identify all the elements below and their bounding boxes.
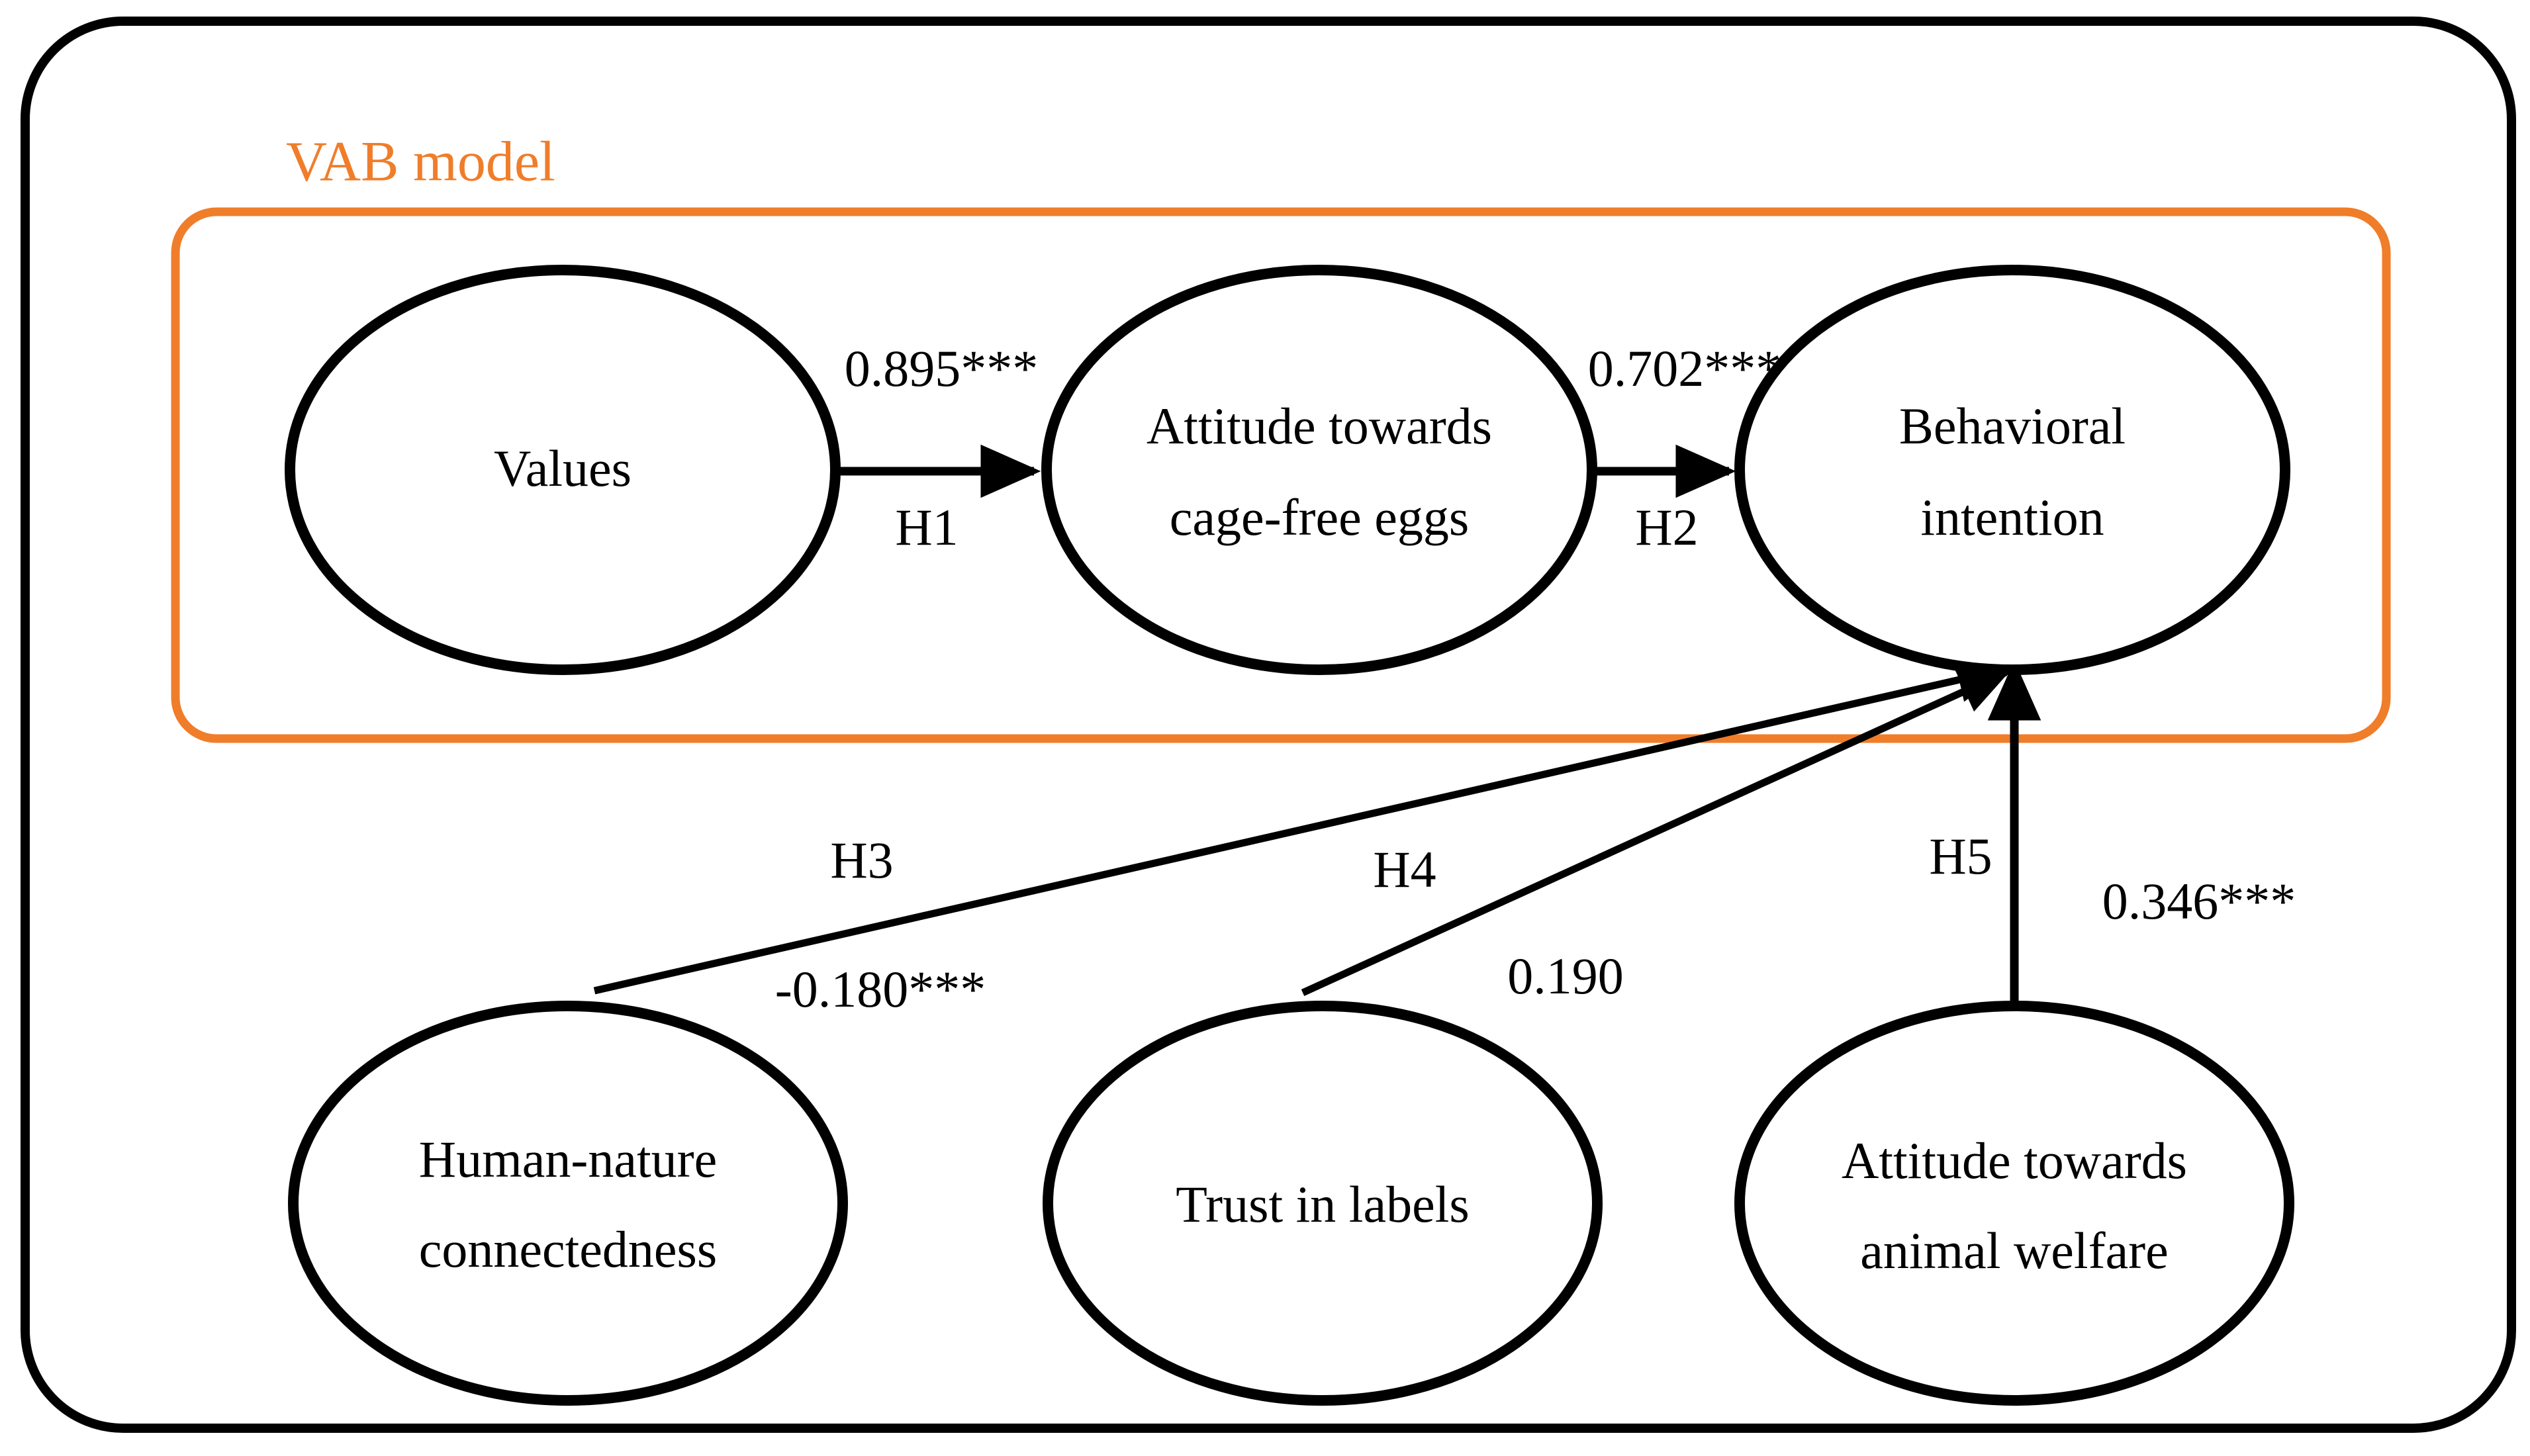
node-human-nature-ellipse[interactable] bbox=[288, 1001, 848, 1406]
edge-h2-coefficient: 0.702*** bbox=[1588, 340, 1782, 397]
edge-h3-line bbox=[593, 657, 2009, 995]
node-values-label-line1: Values bbox=[494, 439, 632, 497]
node-behavioral-intention-label-line1: Behavioral bbox=[1899, 397, 2126, 455]
edge-h3-hypothesis: H3 bbox=[830, 831, 893, 889]
node-attitude-welfare-label-line2: animal welfare bbox=[1860, 1222, 2169, 1279]
outer-frame bbox=[21, 17, 2516, 1433]
node-trust-labels[interactable]: Trust in labels bbox=[1043, 1001, 1603, 1406]
node-human-nature-label-line1: Human-nature bbox=[419, 1130, 717, 1188]
node-attitude-cagefree-label-line2: cage-free eggs bbox=[1170, 488, 1470, 546]
edge-h4-hypothesis: H4 bbox=[1373, 841, 1436, 898]
node-behavioral-intention-ellipse[interactable] bbox=[1734, 265, 2290, 675]
edge-h2-hypothesis: H2 bbox=[1635, 498, 1698, 556]
node-trust-labels-label-line1: Trust in labels bbox=[1176, 1175, 1470, 1233]
node-values-ellipse[interactable] bbox=[285, 265, 841, 675]
edge-h4-line bbox=[1301, 668, 2012, 997]
edge-h5-coefficient: 0.346*** bbox=[2102, 872, 2296, 930]
edge-h3-coefficient: -0.180*** bbox=[775, 960, 986, 1018]
node-attitude-cagefree-ellipse[interactable] bbox=[1041, 265, 1597, 675]
edge-h5-hypothesis: H5 bbox=[1929, 827, 1992, 885]
node-human-nature-label-line2: connectedness bbox=[419, 1220, 717, 1278]
node-attitude-welfare-ellipse[interactable] bbox=[1734, 1001, 2294, 1406]
node-trust-labels-ellipse[interactable] bbox=[1043, 1001, 1603, 1406]
node-attitude-welfare-label-line1: Attitude towards bbox=[1842, 1132, 2187, 1189]
edge-h1-coefficient: 0.895*** bbox=[845, 340, 1039, 397]
vab-model-frame bbox=[171, 207, 2391, 743]
node-behavioral-intention[interactable]: Behavioral intention bbox=[1734, 265, 2290, 675]
node-attitude-cagefree-label-line1: Attitude towards bbox=[1147, 397, 1492, 455]
node-human-nature[interactable]: Human-nature connectedness bbox=[288, 1001, 848, 1406]
edge-h4-coefficient: 0.190 bbox=[1507, 947, 1624, 1005]
node-values[interactable]: Values bbox=[285, 265, 841, 675]
node-attitude-cagefree[interactable]: Attitude towards cage-free eggs bbox=[1041, 265, 1597, 675]
node-behavioral-intention-label-line2: intention bbox=[1920, 488, 2104, 546]
vab-model-title: VAB model bbox=[286, 130, 555, 193]
edge-h1-hypothesis: H1 bbox=[895, 498, 958, 556]
node-attitude-welfare[interactable]: Attitude towards animal welfare bbox=[1734, 1001, 2294, 1406]
